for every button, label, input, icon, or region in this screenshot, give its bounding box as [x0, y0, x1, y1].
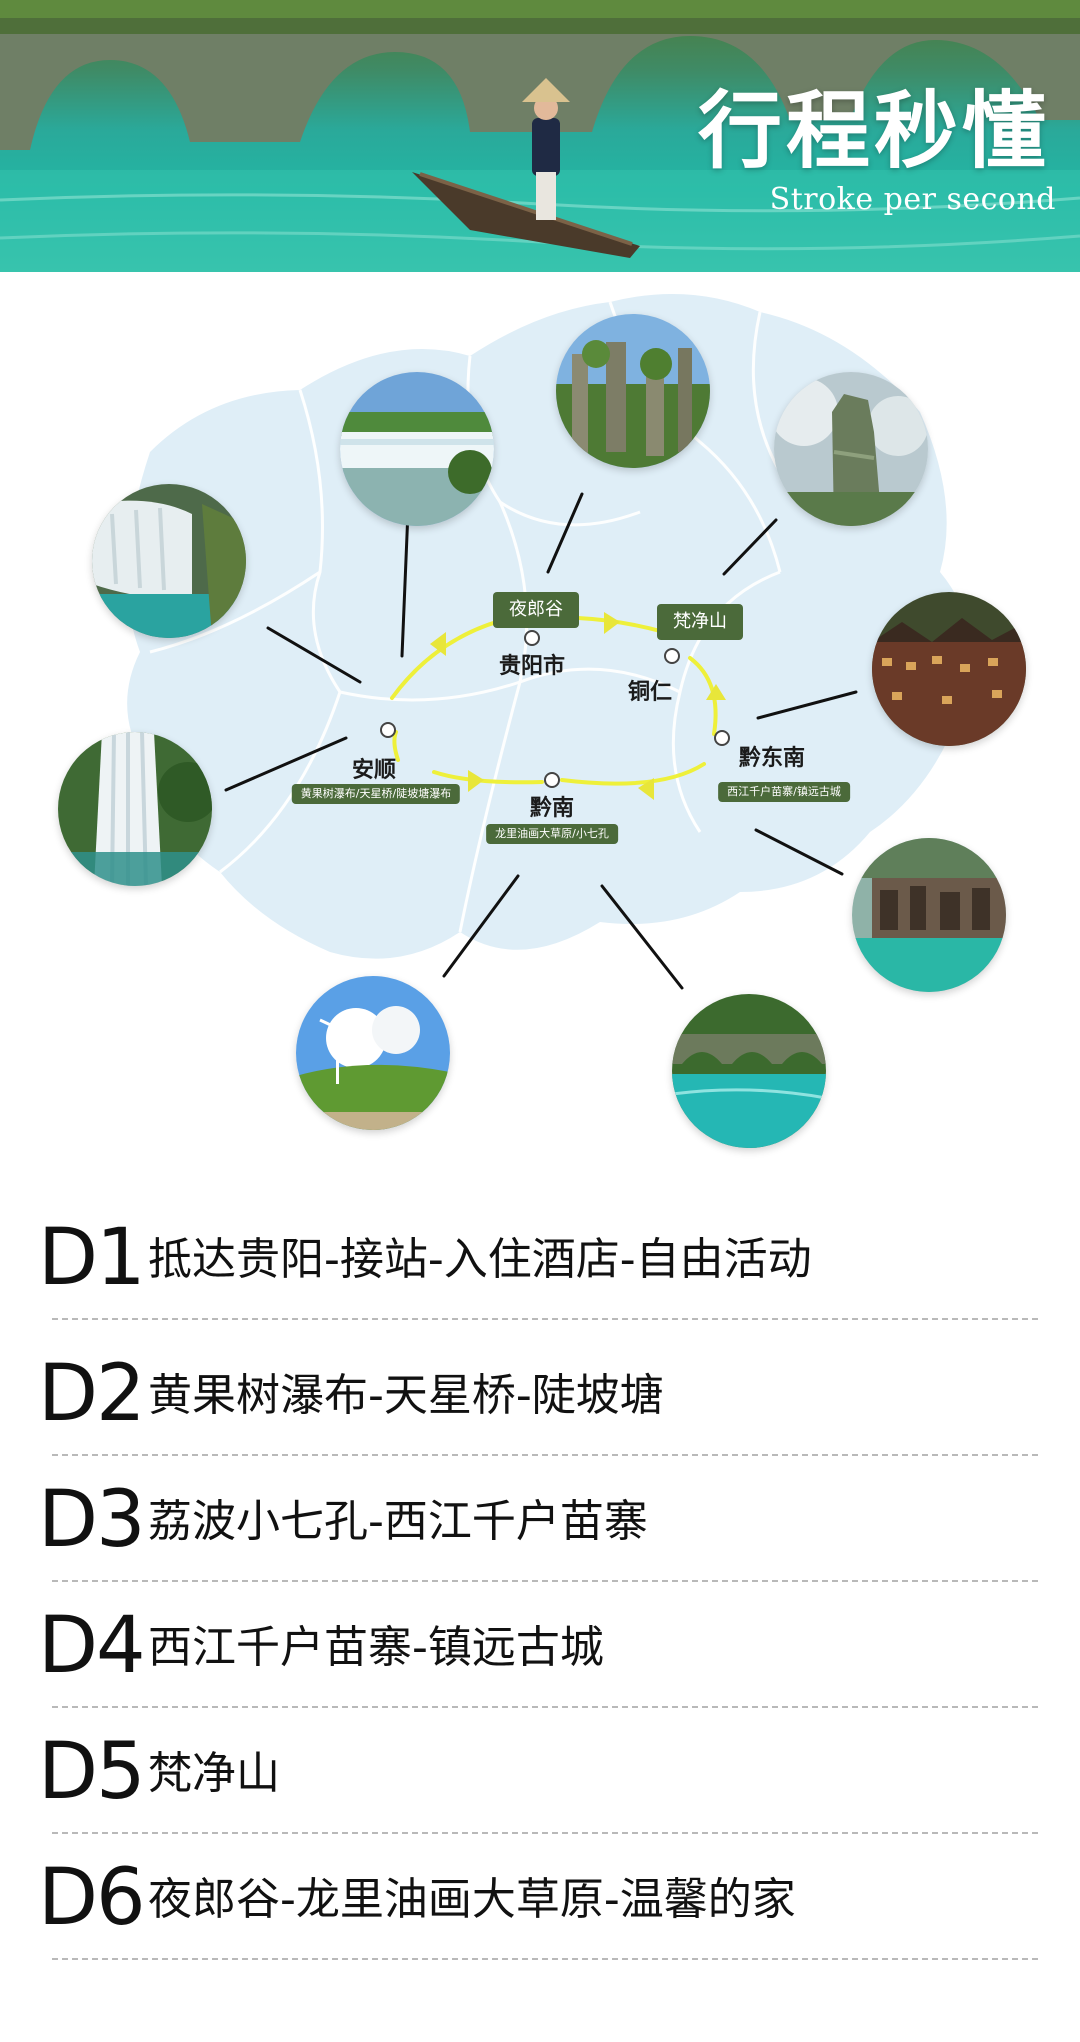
dashed-divider	[52, 1580, 1038, 1582]
itinerary-day-2: D2 黄果树瀑布-天星桥-陡坡塘	[38, 1346, 1038, 1471]
page-subtitle: Stroke per second	[769, 182, 1056, 217]
city-label-tongren: 铜仁	[627, 680, 673, 705]
itinerary-day-1: D1 抵达贵阳-接站-入住酒店-自由活动	[38, 1210, 1038, 1335]
tag-qiannan-sights: 龙里油画大草原/小七孔	[486, 824, 618, 844]
city-label-qiannan: 黔南	[529, 796, 575, 821]
waterfall-wide-photo	[340, 372, 494, 526]
day-route: 抵达贵阳-接站-入住酒店-自由活动	[148, 1234, 812, 1285]
dashed-divider	[52, 1832, 1038, 1834]
itinerary-day-3: D3 荔波小七孔-西江千户苗寨	[38, 1472, 1038, 1597]
route-arrows	[430, 612, 726, 800]
itinerary-day-5: D5 梵净山	[38, 1724, 1038, 1849]
cascade-photo	[92, 484, 246, 638]
huangguoshu-waterfall-photo	[58, 732, 212, 886]
tag-fanjingshan: 梵净山	[657, 604, 743, 640]
tag-anshun-sights: 黄果树瀑布/天星桥/陡坡塘瀑布	[291, 784, 461, 804]
dashed-divider	[52, 1958, 1038, 1960]
tag-yelanggu: 夜郎谷	[493, 592, 579, 628]
page-title: 行程秒懂	[697, 81, 1050, 180]
day-route: 黄果树瀑布-天星桥-陡坡塘	[148, 1370, 664, 1421]
day-number: D3	[38, 1475, 146, 1565]
fanjing-mountain-photo	[774, 372, 928, 526]
river-town-photo	[852, 838, 1006, 992]
river-bridge-illustration	[0, 0, 1080, 272]
header-banner: 行程秒懂 Stroke per second	[0, 0, 1080, 272]
day-number: D1	[38, 1213, 146, 1303]
day-route: 梵净山	[148, 1748, 280, 1799]
day-route: 夜郎谷-龙里油画大草原-温馨的家	[148, 1874, 796, 1925]
city-markers	[380, 630, 730, 788]
miao-village-photo	[872, 592, 1026, 746]
day-number: D4	[38, 1601, 146, 1691]
city-label-anshun: 安顺	[351, 758, 397, 783]
city-label-qiandongnan: 黔东南	[738, 746, 806, 771]
route-map-section: 贵阳市 铜仁 黔东南 黔南 安顺 夜郎谷 梵净山 黄果树瀑布/天星桥/陡坡塘瀑布…	[0, 272, 1080, 1172]
xiaoqikong-bridge-photo	[672, 994, 826, 1148]
itinerary-day-6: D6 夜郎谷-龙里油画大草原-温馨的家	[38, 1850, 1038, 1975]
tag-qiandongnan-sights: 西江千户苗寨/镇远古城	[718, 782, 850, 802]
dashed-divider	[52, 1454, 1038, 1456]
day-route: 西江千户苗寨-镇远古城	[148, 1622, 604, 1673]
day-number: D6	[38, 1853, 146, 1943]
itinerary-day-4: D4 西江千户苗寨-镇远古城	[38, 1598, 1038, 1723]
day-number: D2	[38, 1349, 146, 1439]
city-label-guiyang: 贵阳市	[498, 654, 566, 679]
day-number: D5	[38, 1727, 146, 1817]
day-route: 荔波小七孔-西江千户苗寨	[148, 1496, 648, 1547]
karst-forest-photo	[556, 314, 710, 468]
grassland-windmill-photo	[296, 976, 450, 1130]
dashed-divider	[52, 1706, 1038, 1708]
dashed-divider	[52, 1318, 1038, 1320]
